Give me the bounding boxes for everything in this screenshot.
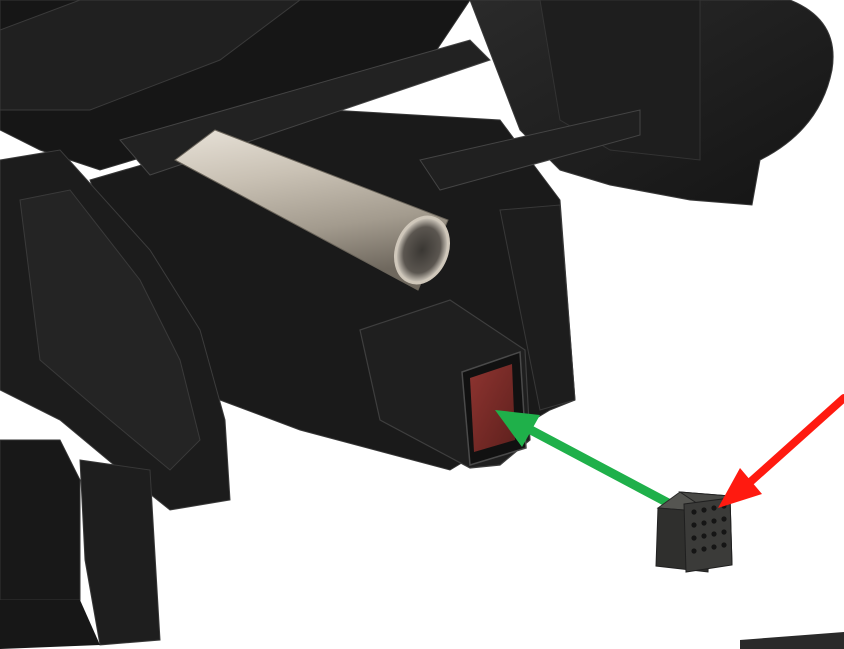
connector-block <box>655 491 733 573</box>
beam-wing-lower <box>419 109 641 191</box>
green-arrow <box>495 410 677 510</box>
floor-lower <box>0 600 100 649</box>
rear-lamp-lens <box>470 364 515 452</box>
floor-corner-fragment <box>740 632 844 649</box>
red-arrow <box>718 394 844 508</box>
exhaust-pipe <box>174 129 449 291</box>
rear-body-right-panel <box>539 0 701 161</box>
left-endplate-inner <box>19 189 201 471</box>
diffuser-side-plate <box>499 204 576 411</box>
floor-edge-left <box>0 439 81 601</box>
exhaust-pipe-end <box>394 215 450 285</box>
engine-cover-panel <box>0 0 301 111</box>
floor-strake <box>79 459 161 646</box>
